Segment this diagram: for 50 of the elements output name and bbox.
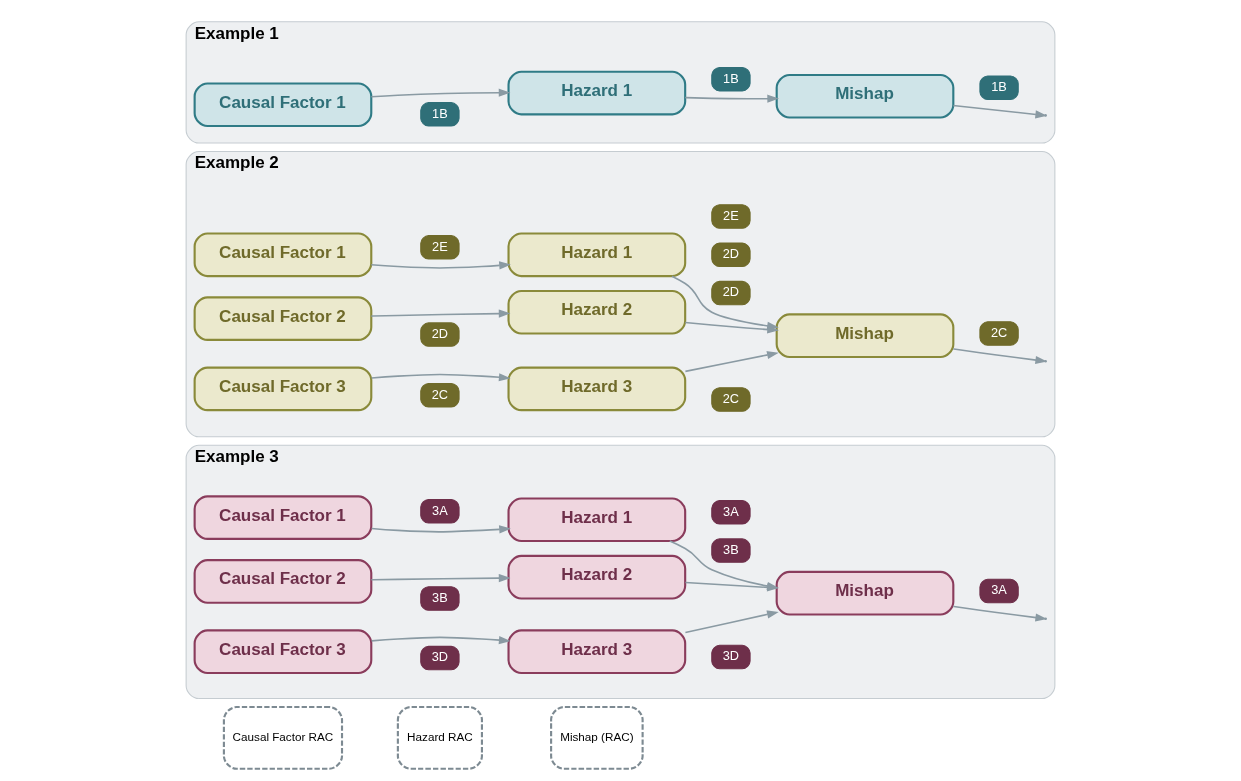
node-box: 3A (979, 578, 1019, 603)
node-box: 1B (979, 75, 1019, 100)
node-box: 3D (420, 645, 460, 670)
node-box: Hazard 3 (507, 366, 687, 411)
node-box: Hazard 2 (507, 554, 687, 600)
node-box: Mishap (775, 73, 955, 119)
node-box: 1B (711, 66, 751, 91)
node-box: 2D (711, 280, 751, 305)
node-box: Causal Factor 1 (193, 494, 373, 540)
arrow (370, 260, 511, 269)
node-box: 1B (420, 101, 460, 127)
node-box: Mishap (775, 312, 955, 358)
arrow (684, 609, 779, 633)
node-box: Causal Factor 1 (193, 231, 373, 277)
node-box: Mishap (775, 570, 955, 615)
arrow (370, 524, 511, 533)
node-box: Hazard 1 (507, 70, 687, 115)
node-box: 3B (711, 537, 751, 563)
arrow (684, 94, 780, 103)
node-box: 2C (711, 386, 751, 412)
node-box: 3B (420, 585, 460, 611)
node-box: Hazard 1 (507, 496, 687, 542)
node-box: 2C (420, 382, 460, 407)
node-box: 3A (420, 498, 460, 523)
node-box: 2C (979, 320, 1019, 346)
node-box: Causal Factor 2 (193, 295, 373, 341)
node-box: 2D (711, 242, 751, 267)
arrow (952, 104, 1048, 118)
node-box: Hazard 1 (507, 231, 687, 277)
node-box: Causal Factor 2 (193, 558, 373, 604)
arrow (370, 309, 511, 318)
node-box: 2E (711, 203, 751, 229)
node-box: Hazard 2 (507, 289, 687, 335)
node-box: Causal Factor 3 (193, 366, 373, 411)
arrow (370, 635, 511, 644)
node-box: Hazard 3 (507, 628, 687, 674)
node-box: 3A (711, 499, 751, 525)
arrow (684, 350, 779, 372)
node-box: Causal Factor 1 (193, 81, 373, 127)
arrow (952, 605, 1048, 622)
node-box: 2E (420, 234, 460, 260)
node-box: Hazard RAC (396, 705, 483, 770)
node-box: Causal Factor RAC (222, 705, 344, 770)
node-box: Mishap (RAC) (550, 705, 644, 770)
arrow (370, 372, 511, 381)
arrow (370, 88, 511, 98)
arrow (370, 573, 511, 582)
node-box: Causal Factor 3 (193, 628, 373, 674)
node-box: 2D (420, 321, 460, 347)
node-box: 3D (711, 644, 751, 669)
